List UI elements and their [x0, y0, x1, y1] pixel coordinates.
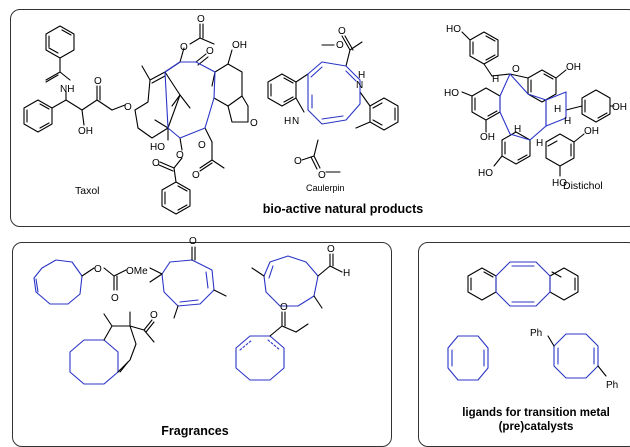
ligands-heading-line1: ligands for transition metal	[462, 407, 610, 419]
ligands-heading-line2: (pre)catalysts	[498, 421, 574, 433]
atom-label: O	[111, 293, 119, 304]
atom-label: O	[152, 158, 160, 169]
atom-label: O	[197, 14, 205, 25]
atom-label: H	[514, 124, 521, 135]
ligand-diphenyl-cod	[547, 333, 607, 379]
atom-label: O	[94, 264, 102, 275]
fragrances-panel	[12, 242, 392, 447]
atom-label: H	[492, 74, 499, 85]
atom-label: HO	[444, 88, 459, 99]
bioactive-heading: bio-active natural products	[262, 202, 424, 216]
atom-label: H	[564, 116, 571, 127]
atom-label: O	[198, 140, 206, 151]
fragrance-3	[251, 253, 343, 309]
fragrance-2	[149, 246, 227, 319]
distichol-eight-ring	[499, 73, 567, 141]
fragrance-4	[69, 311, 155, 385]
atom-label: OH	[584, 126, 599, 137]
distichol-structure	[461, 31, 615, 177]
taxol-name: Taxol	[75, 185, 100, 197]
distichol-atom-labels: HO HO OH OH OH OH HO HO O H H H H H	[444, 24, 627, 189]
atom-label: OH	[232, 40, 247, 51]
atom-label: HO	[446, 24, 461, 35]
fragrance-1	[33, 259, 127, 305]
atom-label: O	[318, 170, 326, 181]
atom-label: NH	[60, 84, 74, 95]
atom-label: O	[94, 76, 102, 87]
ligand-dibenzo-cot	[467, 261, 579, 307]
atom-label: HO	[150, 142, 165, 153]
atom-label: HO	[552, 178, 567, 189]
fragrances-heading: Fragrances	[161, 424, 229, 438]
taxol-atom-labels: NH OH O O O O O OH O HO O O O O	[60, 14, 258, 181]
atom-label: O	[176, 150, 184, 161]
ligand-atom-labels: Ph Ph	[530, 328, 618, 391]
atom-label: O	[294, 156, 302, 167]
atom-label: HO	[478, 168, 493, 179]
atom-label: Ph	[606, 380, 618, 391]
atom-label: O	[189, 236, 197, 247]
atom-label: H	[536, 138, 543, 149]
atom-label: O	[150, 310, 158, 321]
caulerpin-atom-labels: N H N H O O O O	[284, 26, 365, 181]
atom-label: H	[358, 70, 365, 81]
fragrance-atom-labels: O O OMe O O H O O	[94, 236, 350, 321]
atom-label: O	[280, 302, 288, 313]
atom-label: H	[343, 268, 350, 279]
atom-label: O	[206, 46, 214, 57]
atom-label: N	[356, 80, 363, 91]
atom-label: O	[336, 40, 344, 51]
ligand-cod	[447, 335, 489, 381]
atom-label: O	[327, 244, 335, 255]
atom-label: OH	[480, 132, 495, 143]
atom-label: H	[284, 116, 291, 127]
caulerpin-structure	[267, 35, 399, 173]
fragrance-5	[235, 311, 309, 381]
atom-label: OH	[566, 62, 581, 73]
distichol-name: Distichol	[563, 180, 603, 192]
atom-label: O	[192, 170, 200, 181]
atom-label: O	[512, 64, 520, 75]
atom-label: O	[124, 102, 132, 113]
ligands-panel	[418, 242, 630, 447]
atom-label: O	[338, 26, 346, 37]
caulerpin-eight-ring	[307, 61, 361, 125]
atom-label: OH	[78, 126, 93, 137]
taxol-structure	[23, 23, 249, 215]
atom-label: O	[250, 118, 258, 129]
taxol-eight-ring	[164, 61, 216, 139]
atom-label: OH	[612, 102, 627, 113]
atom-label: Ph	[530, 328, 542, 339]
atom-label: OMe	[126, 266, 148, 277]
atom-label: O	[180, 42, 188, 53]
atom-label: N	[292, 116, 299, 127]
caulerpin-name: Caulerpin	[306, 183, 345, 193]
bioactive-panel	[10, 9, 630, 227]
atom-label: H	[554, 104, 561, 115]
